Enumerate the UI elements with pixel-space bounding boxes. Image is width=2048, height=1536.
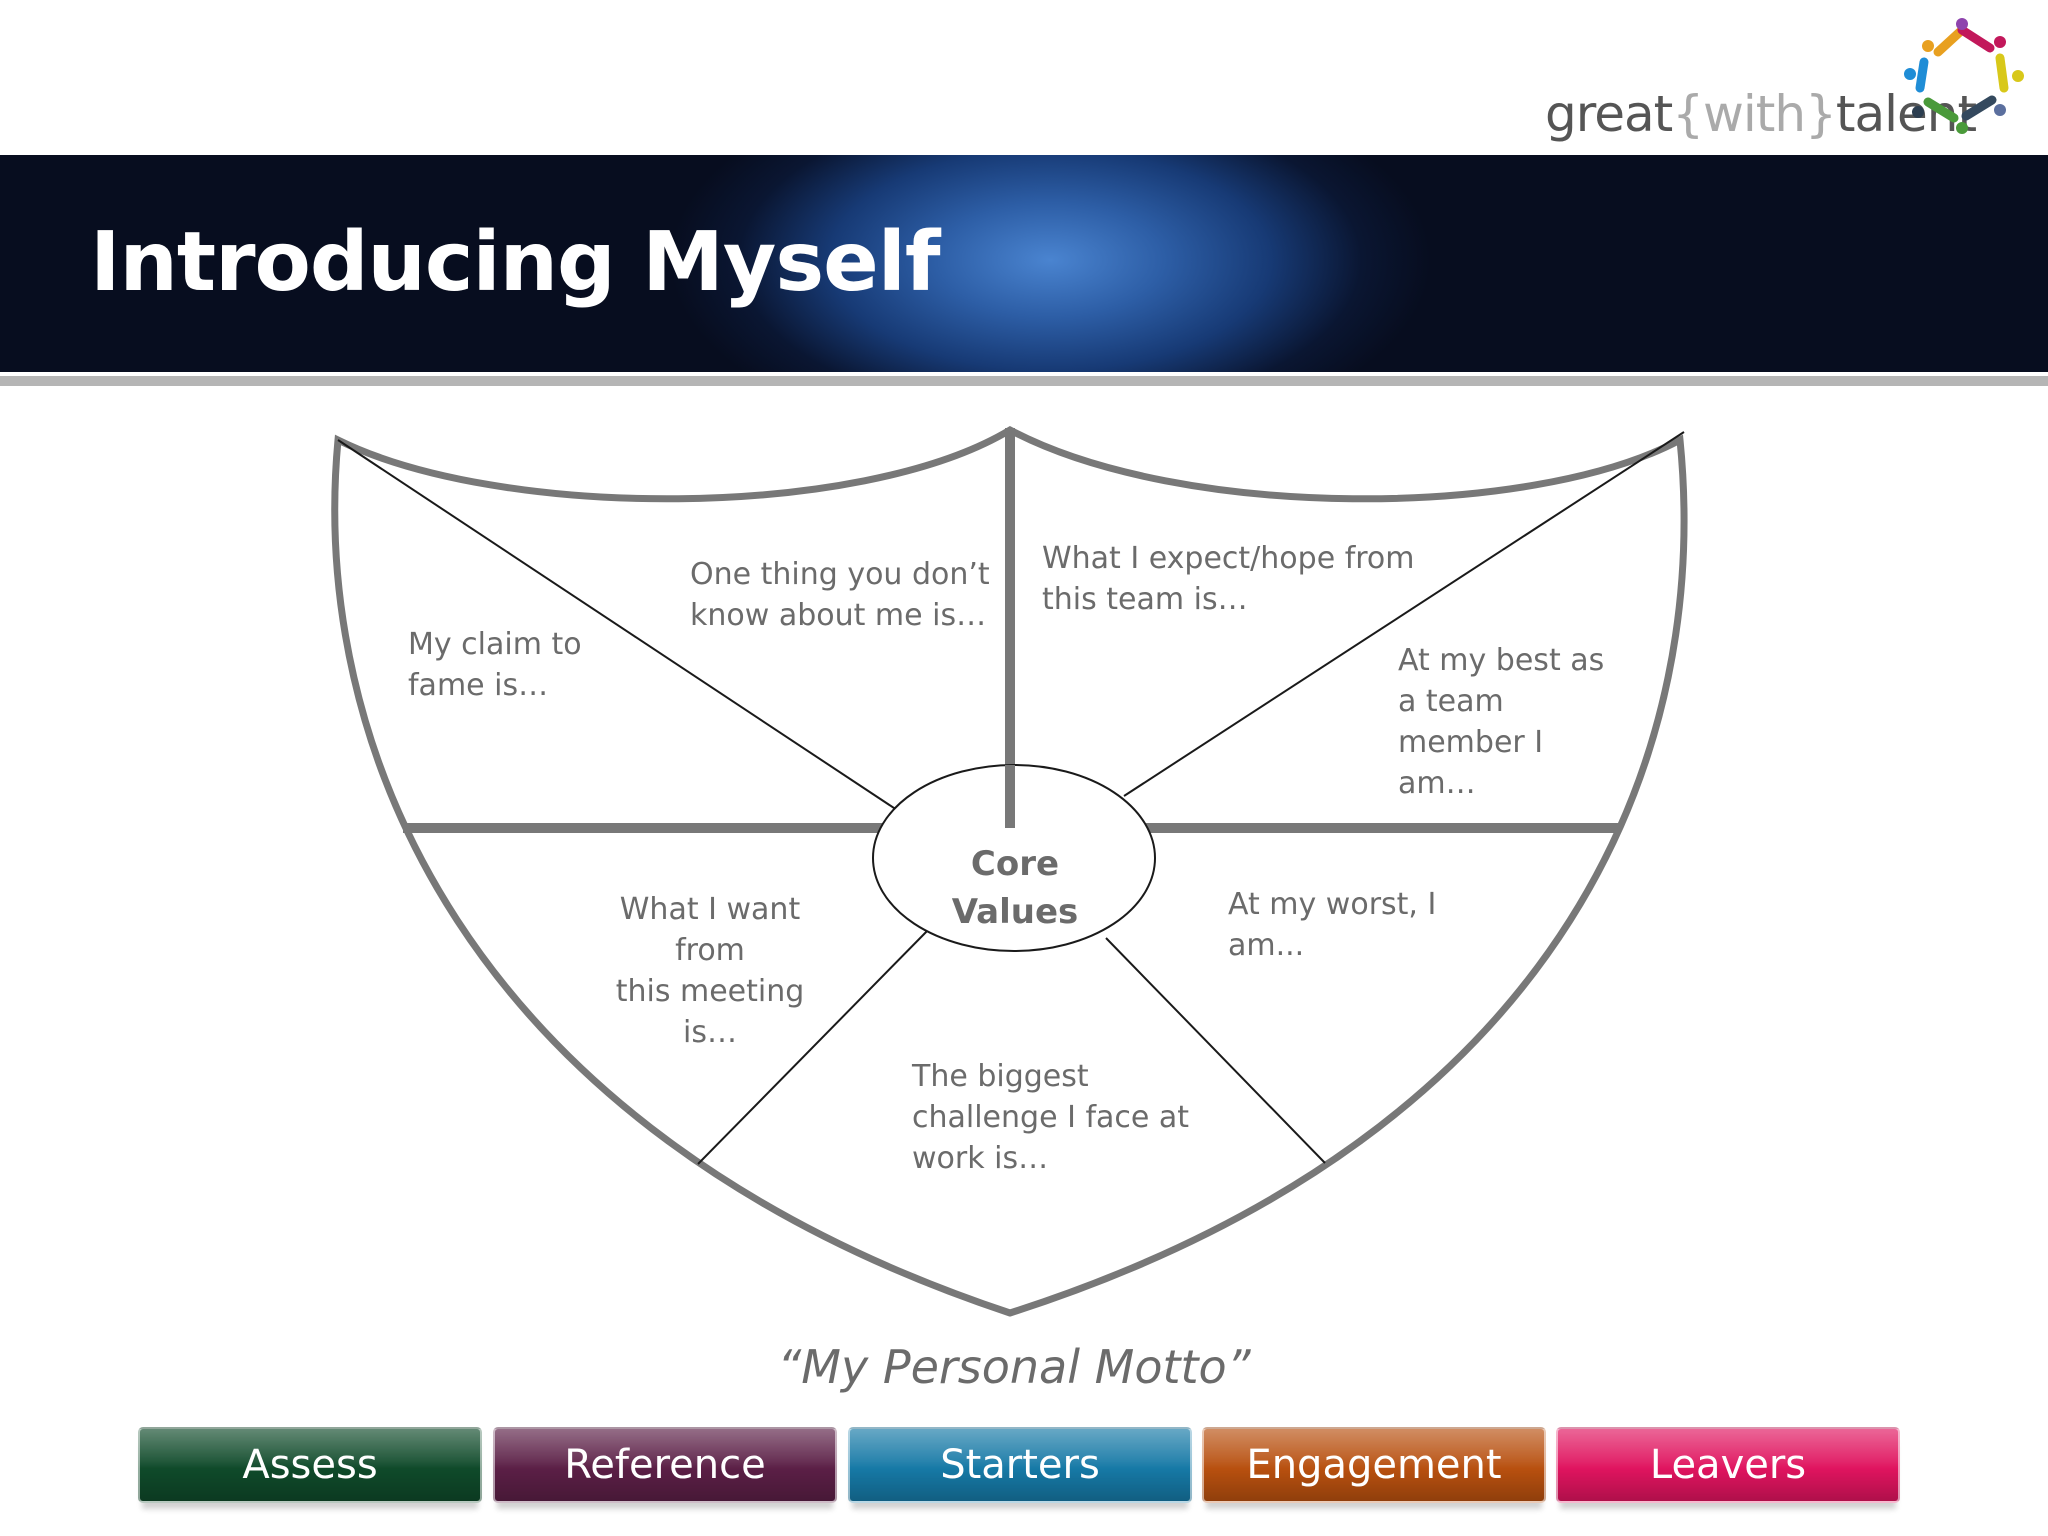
divider-line-lower-right xyxy=(1105,937,1326,1164)
segment-claim-to-fame: My claim to fame is… xyxy=(408,627,582,703)
divider-line-lower-left xyxy=(697,925,933,1165)
segment-at-my-worst: At my worst, I am... xyxy=(1228,887,1437,963)
slide-title: Introducing Myself xyxy=(90,215,941,310)
banner-divider-white xyxy=(0,372,2048,375)
nav-button-label: Reference xyxy=(564,1442,766,1488)
nav-button-leavers[interactable]: Leavers xyxy=(1556,1427,1900,1503)
title-banner: Introducing Myself xyxy=(0,155,2048,372)
logo-word-great: great xyxy=(1545,85,1673,143)
divider-line-upper-right xyxy=(1123,431,1685,797)
personal-motto: “My Personal Motto” xyxy=(777,1340,1251,1394)
nav-button-label: Leavers xyxy=(1649,1442,1807,1488)
segment-best-team-member: At my best as a team member I am… xyxy=(1398,643,1605,801)
segment-dont-know: One thing you don’t know about me is… xyxy=(690,557,990,633)
nav-button-label: Assess xyxy=(242,1442,378,1488)
nav-button-reference[interactable]: Reference xyxy=(493,1427,837,1503)
segment-expect-from-team: What I expect/hope from this team is… xyxy=(1042,541,1415,617)
banner-divider-grey xyxy=(0,376,2048,386)
core-values-label: Core Values xyxy=(951,844,1079,932)
logo-people-ring-icon xyxy=(1904,18,2024,134)
logo-word-with: {with} xyxy=(1672,85,1837,143)
category-nav: Assess Reference Starters Engagement Lea… xyxy=(138,1427,1900,1517)
nav-button-engagement[interactable]: Engagement xyxy=(1202,1427,1546,1503)
segment-biggest-challenge: The biggest challenge I face at work is… xyxy=(912,1059,1190,1176)
divider-line-upper-left xyxy=(337,439,901,813)
segment-want-from-meeting: What I want from this meeting is… xyxy=(615,892,805,1050)
nav-button-starters[interactable]: Starters xyxy=(848,1427,1192,1503)
shield-outline xyxy=(331,425,1688,1317)
nav-button-assess[interactable]: Assess xyxy=(138,1427,482,1503)
nav-button-label: Starters xyxy=(940,1442,1100,1488)
nav-button-label: Engagement xyxy=(1246,1442,1502,1488)
